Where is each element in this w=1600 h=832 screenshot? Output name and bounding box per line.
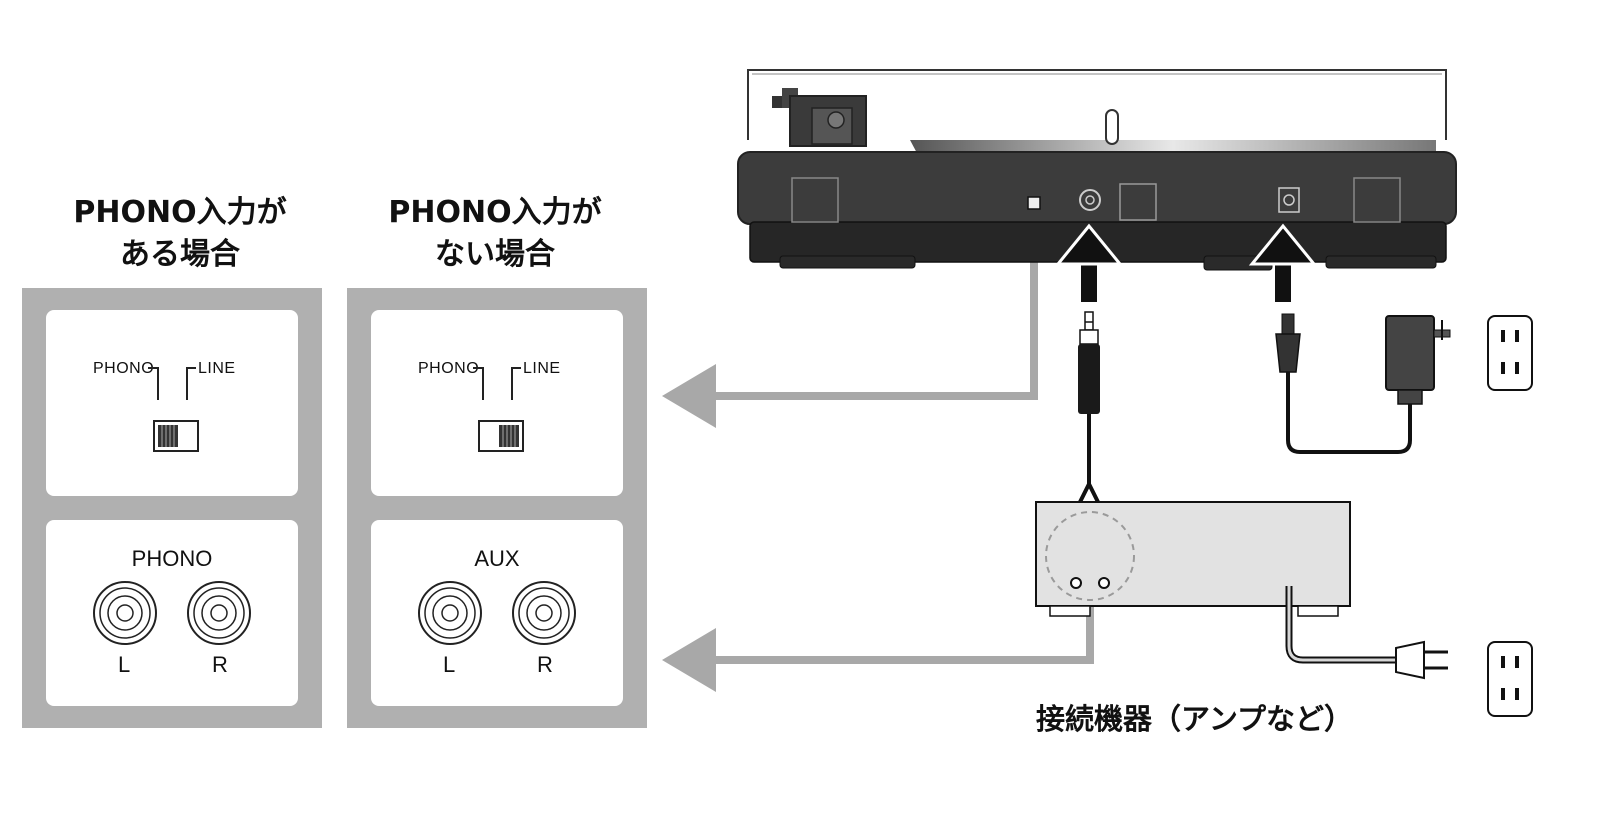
jack-left-label: L xyxy=(443,652,456,677)
rear-dc-in xyxy=(1278,187,1300,213)
heading-with-phono-line2: ある場合 xyxy=(120,237,240,272)
rca-jack-right-L xyxy=(418,581,482,645)
jack-title: PHONO xyxy=(131,546,213,571)
switch-card xyxy=(371,310,623,496)
device-label: 接続機器（アンプなど） xyxy=(1036,702,1353,736)
switch-phono-label: PHONO xyxy=(418,360,480,377)
heading-with-phono: PHONO入力が ある場合 xyxy=(30,192,330,276)
jack-title: AUX xyxy=(474,546,520,571)
rear-switch xyxy=(1027,196,1041,210)
switch-line-label: LINE xyxy=(198,360,236,377)
phono-line-switch-left xyxy=(148,367,199,452)
heading-without-phono: PHONO入力が ない場合 xyxy=(345,192,645,276)
tonearm xyxy=(772,88,867,147)
jack-right-label: R xyxy=(537,652,553,677)
arrow-output-to-panels xyxy=(662,600,1094,692)
jack-left-label: L xyxy=(118,652,131,677)
arrow-switch-to-panels xyxy=(662,226,1038,428)
heading-without-phono-line1: PHONO入力が xyxy=(388,195,602,230)
heading-without-phono-line2: ない場合 xyxy=(435,237,555,272)
panel-without-phono xyxy=(347,288,647,728)
amplifier xyxy=(1035,501,1448,680)
switch-line-label: LINE xyxy=(523,360,561,377)
wall-outlet-upper xyxy=(1487,315,1533,391)
panel-with-phono xyxy=(22,288,322,728)
power-adapter xyxy=(1275,313,1451,454)
jack-card xyxy=(46,520,298,706)
jack-right-label: R xyxy=(212,652,228,677)
insert-arrow-power xyxy=(1248,223,1318,302)
rear-output-jack xyxy=(1079,189,1101,211)
rca-jack-right-R xyxy=(512,581,576,645)
wall-outlet-lower xyxy=(1487,641,1533,717)
rca-jack-left-R xyxy=(187,581,251,645)
insert-arrow-audio xyxy=(1054,223,1124,302)
heading-with-phono-line1: PHONO入力が xyxy=(73,195,287,230)
phono-line-switch-right xyxy=(473,367,524,452)
switch-phono-label: PHONO xyxy=(93,360,155,377)
rca-jack-left-L xyxy=(93,581,157,645)
jack-card xyxy=(371,520,623,706)
switch-card xyxy=(46,310,298,496)
